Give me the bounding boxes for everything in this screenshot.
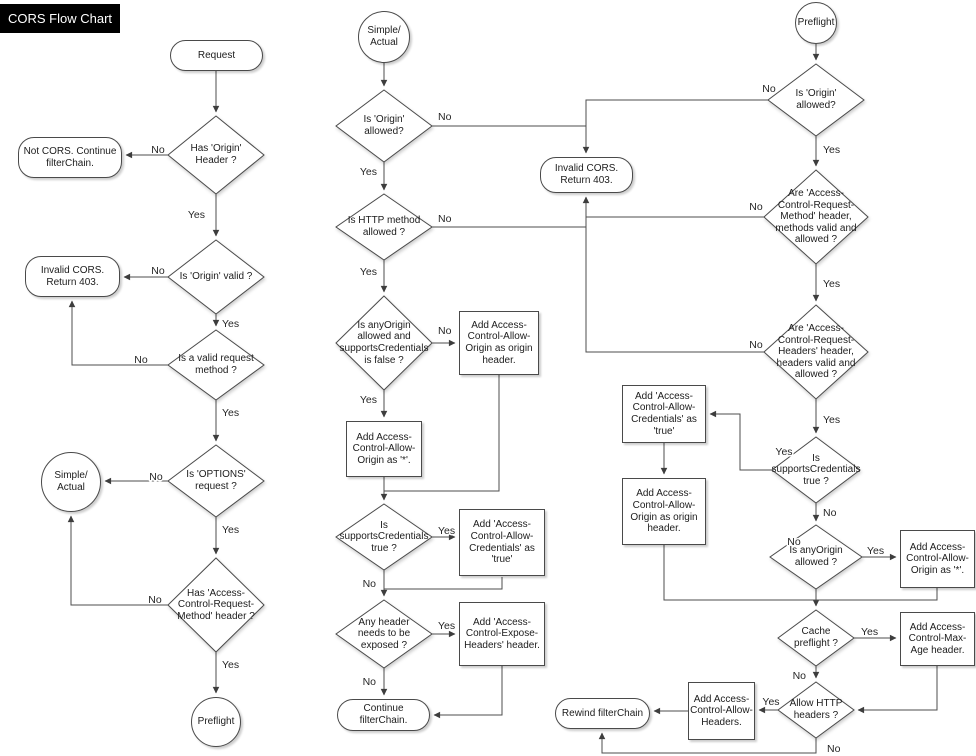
node-add-acao-origin-simple: Add Access-Control-Allow-Origin as origi…: [459, 311, 539, 375]
node-add-acac-true-simple: Add 'Access-Control-Allow-Credentials' a…: [459, 509, 545, 576]
edge-label-yes: Yes: [861, 626, 878, 638]
has-origin-header-diamond: [167, 115, 265, 195]
edge-label-yes: Yes: [222, 659, 239, 671]
edge-label-yes: Yes: [188, 209, 205, 221]
node-add-acao-star-simple: Add Access-Control-Allow-Origin as '*'.: [346, 421, 422, 477]
node-has-origin-header: Has 'Origin' Header ?: [190, 143, 242, 166]
node-is-supports-credentials-preflight: Is supportsCredentials true ?: [771, 452, 861, 487]
node-is-origin-allowed-simple: Is 'Origin' allowed?: [363, 114, 405, 137]
node-is-supports-credentials-simple: Is supportsCredentials true ?: [339, 519, 429, 554]
node-preflight-start: Preflight: [795, 2, 837, 44]
node-request: Request: [170, 40, 263, 71]
node-is-origin-valid: Is 'Origin' valid ?: [179, 271, 253, 283]
edge-label-no: No: [438, 325, 452, 337]
node-any-header-exposed: Any header needs to be exposed ?: [357, 616, 411, 651]
node-is-options-request: Is 'OPTIONS' request ?: [186, 469, 246, 492]
is-valid-method-diamond: [167, 329, 265, 401]
edge-labels: No Yes No Yes No Yes No Yes No Yes No Ye…: [133, 82, 886, 756]
node-invalid-cors-center: Invalid CORS. Return 403.: [540, 157, 633, 193]
edge-label-yes: Yes: [823, 278, 840, 290]
node-add-acac-true-preflight: Add 'Access-Control-Allow-Credentials' a…: [622, 385, 706, 443]
node-simple-actual-start: Simple/ Actual: [358, 11, 410, 63]
node-simple-actual: Simple/ Actual: [41, 452, 101, 512]
edge-label-yes: Yes: [222, 318, 239, 330]
edge-label-yes: Yes: [823, 414, 840, 426]
edge-label-yes: Yes: [360, 266, 377, 278]
is-http-method-allowed-diamond: [335, 193, 433, 261]
edge-label-no: No: [787, 536, 801, 548]
node-add-acao-star-preflight: Add Access-Control-Allow-Origin as '*'.: [900, 530, 975, 588]
chart-title: CORS Flow Chart: [0, 4, 120, 33]
are-acrh-valid-diamond: [763, 304, 869, 400]
node-are-acrh-valid: Are 'Access-Control-Request-Headers' hea…: [776, 323, 856, 381]
edge-label-no: No: [827, 743, 841, 755]
edge-label-yes: Yes: [823, 144, 840, 156]
node-add-acao-origin-preflight: Add Access-Control-Allow-Origin as origi…: [622, 478, 706, 545]
edge-label-yes: Yes: [867, 545, 884, 557]
node-rewind-filterchain: Rewind filterChain: [555, 698, 650, 729]
any-header-exposed-diamond: [335, 599, 433, 669]
node-is-http-method-allowed: Is HTTP method allowed ?: [347, 215, 421, 238]
is-origin-allowed-diamond-simple: [335, 89, 433, 163]
edge-label-yes: Yes: [438, 620, 455, 632]
node-preflight: Preflight: [191, 697, 241, 747]
edge-label-no: No: [749, 201, 763, 213]
node-allow-http-headers: Allow HTTP headers ?: [789, 698, 843, 721]
is-anyorigin-supports-false-diamond: [335, 295, 433, 391]
node-are-acrm-valid: Are 'Access-Control-Request-Method' head…: [775, 188, 857, 246]
node-not-cors: Not CORS. Continue filterChain.: [18, 137, 122, 178]
edge-label-yes: Yes: [360, 394, 377, 406]
edge-label-yes: Yes: [438, 525, 455, 537]
node-add-aceh: Add 'Access-Control-Expose-Headers' head…: [459, 602, 545, 666]
is-supports-credentials-diamond-simple: [335, 503, 433, 571]
edge-label-no: No: [148, 594, 162, 606]
edge-label-no: No: [438, 111, 452, 123]
is-options-request-diamond: [167, 444, 265, 518]
node-is-anyorigin-allowed: Is anyOrigin allowed ?: [789, 545, 843, 568]
node-add-acah: Add Access-Control-Allow-Headers.: [688, 682, 755, 740]
edge-label-no: No: [151, 265, 165, 277]
cache-preflight-diamond: [777, 609, 855, 667]
node-cache-preflight: Cache preflight ?: [794, 626, 838, 649]
node-continue-filterchain: Continue filterChain.: [337, 699, 430, 731]
decision-diamonds: [167, 63, 869, 739]
is-origin-allowed-diamond-preflight: [767, 63, 865, 137]
edge-label-yes: Yes: [360, 166, 377, 178]
edge-label-no: No: [149, 471, 163, 483]
are-acrm-valid-diamond: [763, 169, 869, 265]
edge-label-no: No: [762, 83, 776, 95]
is-origin-valid-diamond: [167, 239, 265, 315]
has-acrm-header-diamond: [167, 557, 265, 653]
allow-http-headers-diamond: [777, 681, 855, 739]
edge-label-yes: Yes: [775, 446, 792, 458]
node-add-max-age: Add Access-Control-Max-Age header.: [900, 612, 975, 666]
node-is-anyorigin-supports-false: Is anyOrigin allowed and supportsCredent…: [339, 319, 429, 366]
is-supports-credentials-diamond-preflight: [771, 436, 861, 504]
node-is-valid-method: Is a valid request method ?: [178, 353, 254, 376]
edge-label-no: No: [793, 670, 807, 682]
node-invalid-cors: Invalid CORS. Return 403.: [25, 256, 120, 297]
edge-label-no: No: [134, 354, 148, 366]
edge-label-yes: Yes: [762, 696, 779, 708]
edge-label-no: No: [363, 676, 377, 688]
edge-label-no: No: [438, 213, 452, 225]
edge-label-no: No: [823, 507, 837, 519]
node-has-acrm-header: Has 'Access-Control-Request-Method' head…: [177, 587, 255, 622]
edge-label-no: No: [151, 144, 165, 156]
edge-label-yes: Yes: [222, 407, 239, 419]
edge-label-yes: Yes: [222, 524, 239, 536]
edge-label-no: No: [363, 578, 377, 590]
edge-label-no: No: [749, 339, 763, 351]
is-anyorigin-allowed-diamond: [769, 524, 863, 590]
node-is-origin-allowed-preflight: Is 'Origin' allowed?: [795, 88, 837, 111]
connector-lines: [67, 44, 938, 754]
